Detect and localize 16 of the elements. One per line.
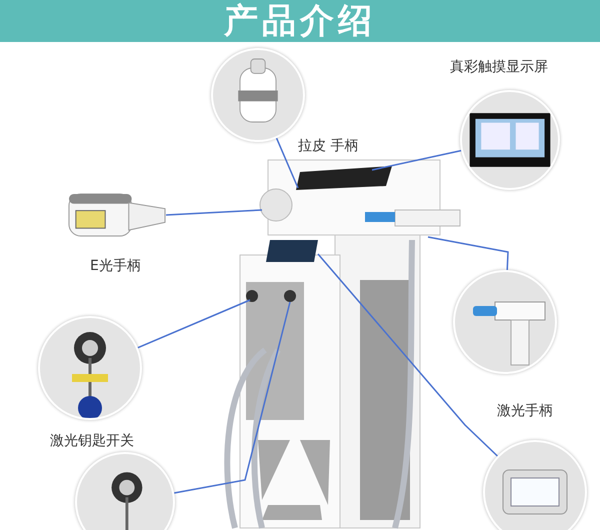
- node-label: 激光手柄: [497, 402, 553, 420]
- leader-line: [428, 236, 509, 270]
- page-title: 产品介绍: [224, 1, 376, 41]
- screen-closeup-picture: [483, 440, 587, 530]
- leader-line: [174, 302, 291, 494]
- handle-picture: [68, 193, 166, 237]
- leader-line: [372, 150, 462, 171]
- leader-line: [276, 138, 299, 188]
- key-switch-closeup-picture: [75, 452, 175, 530]
- node-label: 拉皮 手柄: [298, 137, 358, 155]
- node-label: 真彩触摸显示屏: [450, 58, 548, 76]
- node-label: E光手柄: [90, 257, 141, 275]
- leader-line: [138, 299, 250, 348]
- leader-line: [166, 209, 262, 216]
- node-label: 激光钥匙开关: [50, 432, 134, 450]
- leader-line: [317, 254, 498, 457]
